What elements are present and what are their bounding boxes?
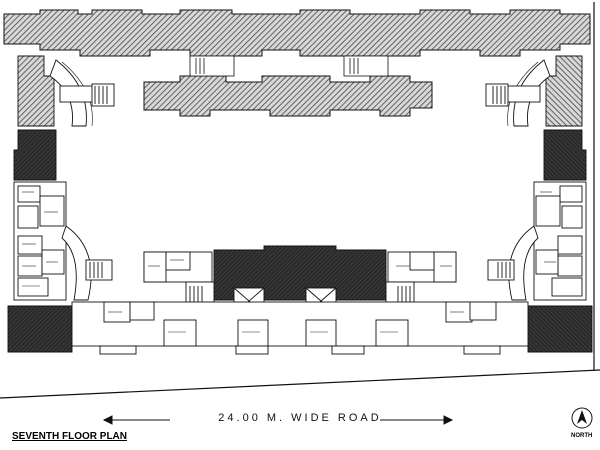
- top-cores: [189, 55, 389, 77]
- right-wing: [485, 55, 593, 353]
- middle-hatched-slab: [143, 75, 433, 117]
- road-arrow-left-icon: [102, 415, 170, 425]
- top-hatched-slab: [3, 9, 591, 57]
- site-boundary: [0, 2, 600, 399]
- north-arrow-icon: [571, 407, 593, 429]
- road-arrow-right-icon: [380, 415, 454, 425]
- room-label-marks: [22, 191, 556, 333]
- bottom-block: [71, 245, 529, 355]
- floor-plan-title: SEVENTH FLOOR PLAN: [12, 431, 128, 442]
- road-label: 24.00 M. WIDE ROAD: [218, 412, 382, 424]
- left-wing: [7, 55, 115, 353]
- north-label: NORTH: [571, 433, 593, 439]
